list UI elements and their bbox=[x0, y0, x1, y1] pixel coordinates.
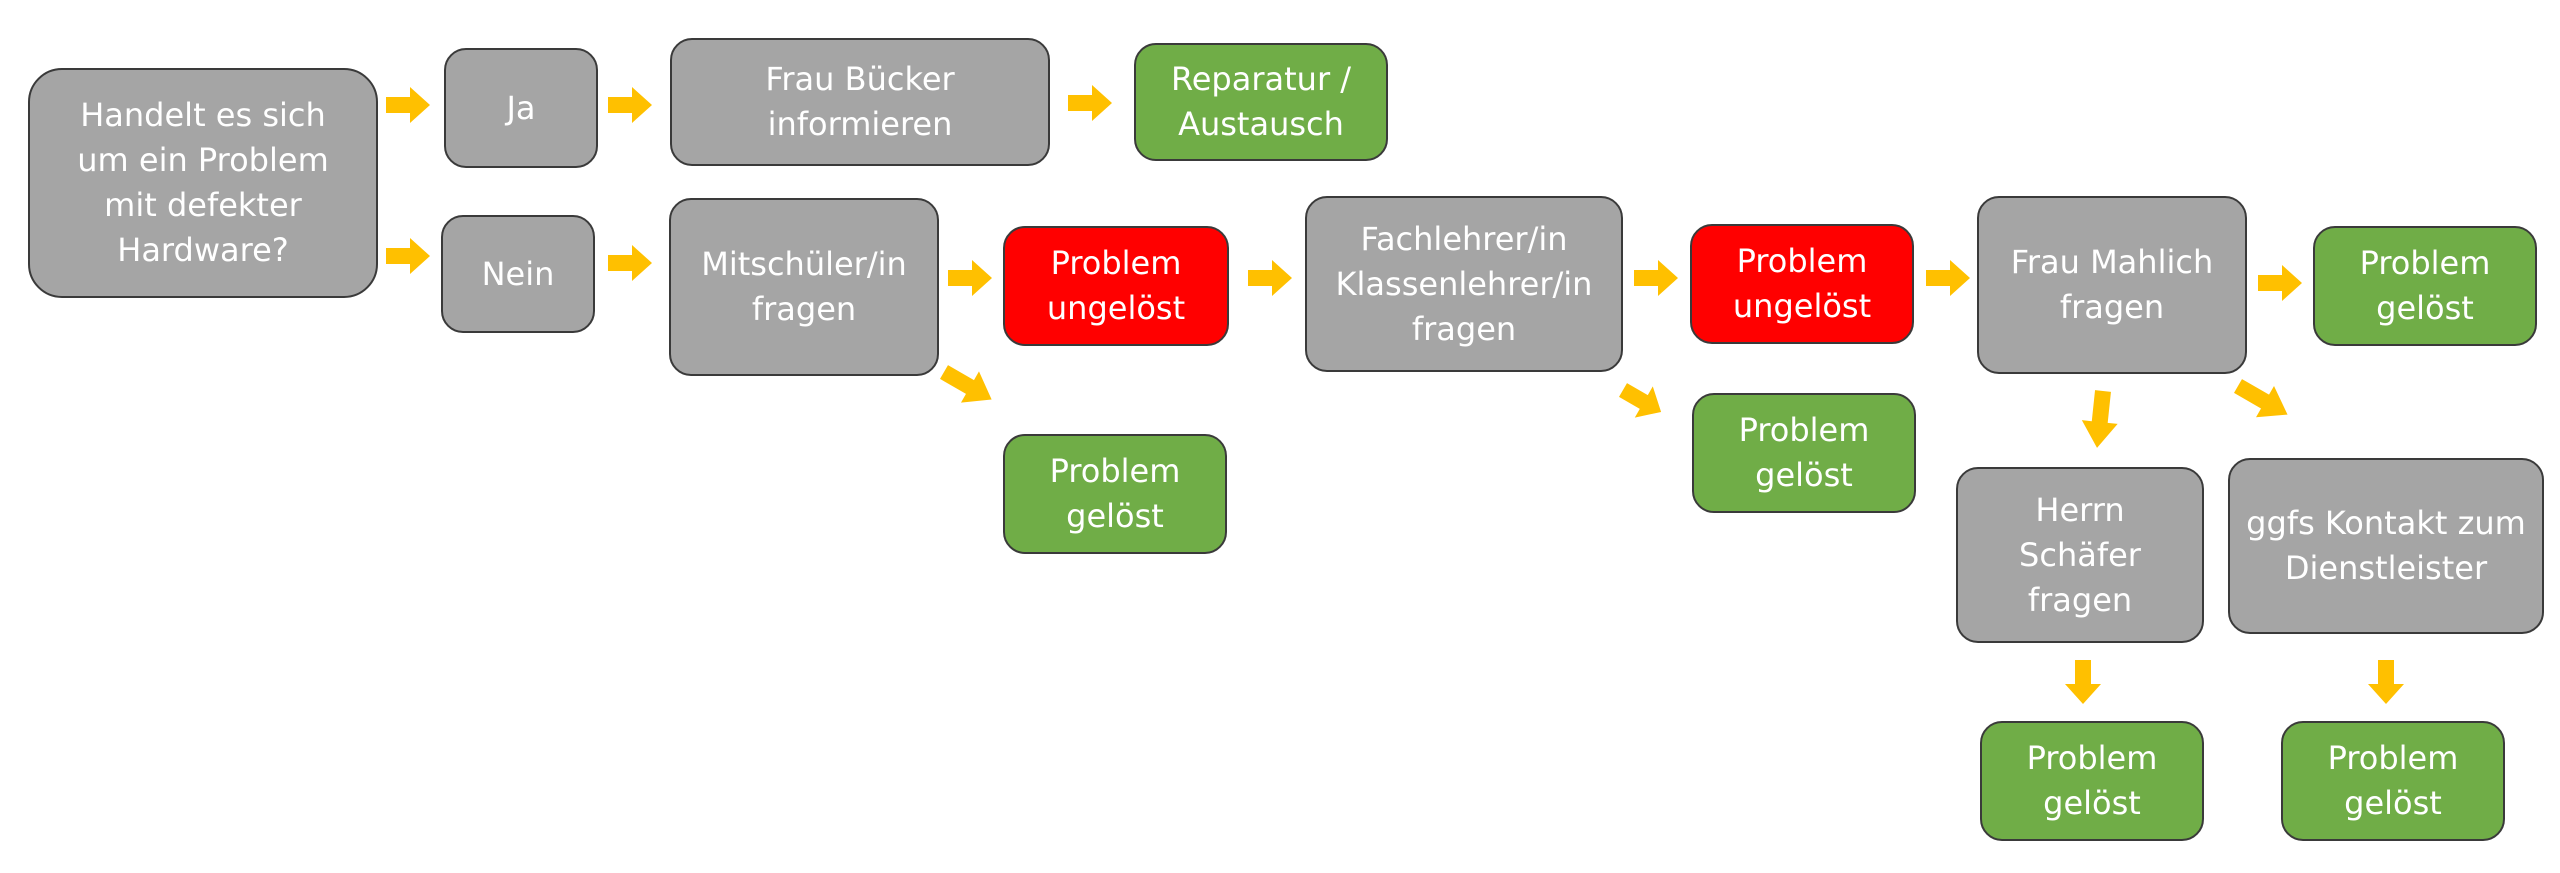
arrow-fachlehrer-to-ungeloest-2 bbox=[1634, 260, 1678, 296]
arrow-mitschueler-to-geloest-1 bbox=[935, 356, 1001, 416]
arrow-fachlehrer-to-geloest-2 bbox=[1614, 374, 1671, 428]
arrow-dienstleister-to-geloest-5 bbox=[2368, 660, 2404, 704]
node-frau-buecker: Frau Bücker informieren bbox=[670, 38, 1050, 166]
arrow-frau-mahlich-to-herrn-schaefer bbox=[2079, 389, 2121, 450]
node-geloest-5: Problem gelöst bbox=[2281, 721, 2505, 841]
node-ja: Ja bbox=[444, 48, 598, 168]
node-reparatur: Reparatur / Austausch bbox=[1134, 43, 1388, 161]
node-frau-mahlich: Frau Mahlich fragen bbox=[1977, 196, 2247, 374]
node-geloest-2: Problem gelöst bbox=[1692, 393, 1916, 513]
arrow-question-to-ja bbox=[386, 87, 430, 123]
node-herrn-schaefer: Herrn Schäfer fragen bbox=[1956, 467, 2204, 643]
node-ungeloest-1: Problem ungelöst bbox=[1003, 226, 1229, 346]
node-geloest-1: Problem gelöst bbox=[1003, 434, 1227, 554]
arrow-frau-mahlich-to-dienstleister bbox=[2229, 370, 2297, 431]
arrow-mitschueler-to-ungeloest-1 bbox=[948, 260, 992, 296]
node-mitschueler: Mitschüler/in fragen bbox=[669, 198, 939, 376]
node-dienstleister: ggfs Kontakt zum Dienstleister bbox=[2228, 458, 2544, 634]
node-ungeloest-2: Problem ungelöst bbox=[1690, 224, 1914, 344]
node-fachlehrer: Fachlehrer/in Klassenlehrer/in fragen bbox=[1305, 196, 1623, 372]
node-question: Handelt es sich um ein Problem mit defek… bbox=[28, 68, 378, 298]
arrow-frau-mahlich-to-geloest-3 bbox=[2258, 265, 2302, 301]
arrow-frau-buecker-to-reparatur bbox=[1068, 85, 1112, 121]
node-nein: Nein bbox=[441, 215, 595, 333]
arrow-nein-to-mitschueler bbox=[608, 245, 652, 281]
node-geloest-4: Problem gelöst bbox=[1980, 721, 2204, 841]
arrow-ungeloest-1-to-fachlehrer bbox=[1248, 260, 1292, 296]
arrow-question-to-nein bbox=[386, 238, 430, 274]
arrow-herrn-schaefer-to-geloest-4 bbox=[2065, 660, 2101, 704]
arrow-ja-to-frau-buecker bbox=[608, 87, 652, 123]
arrow-ungeloest-2-to-frau-mahlich bbox=[1926, 260, 1970, 296]
node-geloest-3: Problem gelöst bbox=[2313, 226, 2537, 346]
